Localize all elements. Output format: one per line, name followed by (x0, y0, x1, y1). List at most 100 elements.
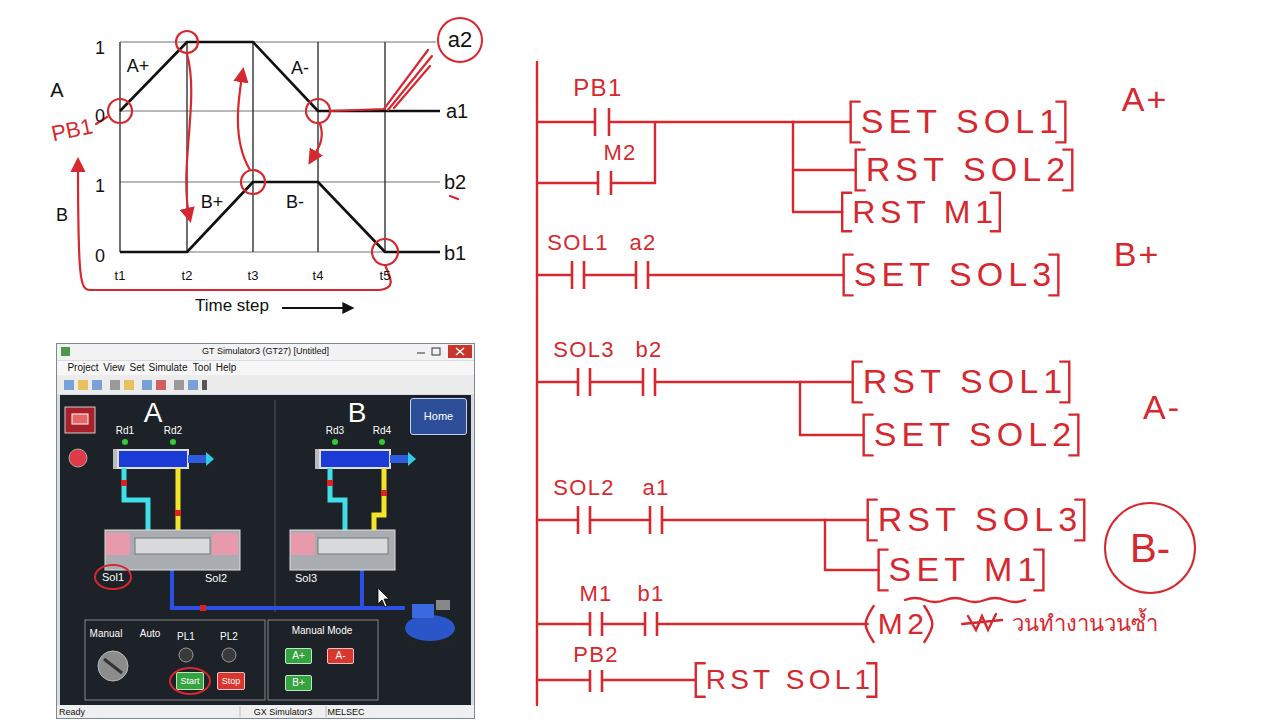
coil-bracket (825, 569, 879, 571)
red-annotation (450, 196, 458, 199)
coil-bracket (864, 415, 873, 456)
manual-button: A- (327, 648, 354, 664)
red-annotation (330, 50, 432, 111)
coil-bracket (842, 193, 851, 231)
node-text: Home (424, 410, 453, 423)
node-text: A- (336, 650, 346, 662)
contact-label: b1 (637, 581, 664, 606)
coil-instruction: RST SOL1 (863, 362, 1068, 401)
step-label: t4 (313, 269, 324, 284)
coil-bracket (868, 500, 877, 541)
coil-bracket (648, 274, 844, 276)
contact-label: PB2 (573, 642, 619, 667)
red-annotation (186, 54, 191, 220)
stop-button: Stop (217, 672, 245, 690)
coil-bracket (800, 434, 864, 436)
mouse-cursor (378, 588, 389, 607)
pneumatic-cylinder (320, 450, 390, 468)
hmi-screen (69, 449, 87, 467)
coil-bracket (657, 623, 868, 625)
solenoid-tag: Sol3 (295, 572, 317, 585)
solenoid-valve (212, 533, 238, 555)
hose-marker (327, 480, 333, 486)
window-frame (432, 348, 440, 355)
coil-bracket (851, 102, 860, 143)
coil-instruction: SET SOL2 (874, 415, 1077, 454)
pneumatic-cylinder (188, 455, 206, 463)
coil-instruction: RST SOL2 (866, 150, 1071, 189)
coil-instruction: RST M1 (852, 194, 998, 231)
coil-bracket (800, 381, 853, 383)
window-frame (240, 706, 241, 717)
cylinder-name: A (50, 79, 63, 102)
solenoid-valve (290, 530, 395, 570)
cylinder-title: B (348, 397, 367, 429)
manual-button: A+ (285, 648, 312, 664)
window-frame (202, 380, 207, 390)
node-text: Sol1 (102, 571, 124, 584)
contact-label: PB1 (573, 74, 623, 102)
air-compressor (445, 639, 451, 645)
step-label: t1 (115, 269, 126, 284)
hose-marker (175, 510, 181, 516)
timing-grid (120, 41, 436, 42)
pneumatic-cylinder (390, 455, 408, 463)
window-frame (61, 347, 70, 356)
step-note: B+ (1114, 235, 1161, 274)
coil-bracket (793, 211, 842, 213)
coil-instruction: RST SOL1 (706, 664, 874, 696)
red-annotation (78, 31, 458, 290)
contact-label: a1 (642, 475, 669, 500)
coil-bracket (696, 663, 705, 697)
window-frame (110, 380, 120, 390)
displacement-trace (120, 42, 440, 252)
control-panel (222, 648, 236, 662)
red-annotation (78, 160, 391, 290)
hmi-screen (72, 414, 88, 424)
switch-label: Auto (140, 628, 161, 640)
level-value: 0 (95, 106, 105, 127)
circled-step: B- (1104, 502, 1196, 594)
coil-bracket (793, 121, 851, 123)
step-label: t2 (182, 269, 193, 284)
motion-label: A+ (127, 56, 150, 77)
status-text: GX Simulator3 (254, 707, 313, 717)
window-title: GT Simulator3 (GT27) [Untitled] (56, 343, 475, 359)
solenoid-tag: Sol2 (205, 572, 227, 585)
contact-label: M2 (603, 140, 636, 165)
step-label: t5 (380, 269, 391, 284)
air-compressor (412, 604, 434, 618)
window-frame (57, 705, 474, 718)
window-frame (456, 348, 464, 355)
home-button: Home (410, 398, 467, 435)
menu-item: Help (216, 362, 237, 374)
time-arrow (282, 307, 352, 309)
ladder-wire (537, 520, 825, 570)
node-text: B+ (292, 677, 305, 689)
coil-instruction: RST SOL3 (878, 500, 1083, 539)
window-frame (57, 361, 474, 375)
window-frame (92, 380, 102, 390)
cylinder-title: A (144, 397, 163, 429)
step-note: A+ (1122, 80, 1169, 119)
coil-bracket (602, 102, 1084, 697)
window-frame (57, 375, 474, 394)
pneumatic-cylinder (122, 439, 128, 445)
coil-bracket (793, 169, 856, 171)
window-frame (142, 380, 152, 390)
pneumatic-cylinder (408, 452, 416, 466)
contact-label: SOL2 (553, 475, 615, 500)
ladder-wire (962, 614, 1002, 630)
solenoid-valve (291, 533, 315, 555)
coil-instruction: SET M1 (889, 550, 1042, 589)
hmi-screen (65, 407, 95, 433)
sensor-tag: Rd4 (373, 425, 391, 437)
red-annotation (108, 99, 132, 123)
sensor-tag: Rd1 (116, 425, 134, 437)
window-frame (417, 353, 425, 354)
solenoid-valve (318, 538, 388, 554)
menu-item: Tool (193, 362, 211, 374)
air-compressor (409, 639, 415, 645)
switch-label: Manual (90, 628, 123, 640)
air-hose (176, 468, 181, 530)
